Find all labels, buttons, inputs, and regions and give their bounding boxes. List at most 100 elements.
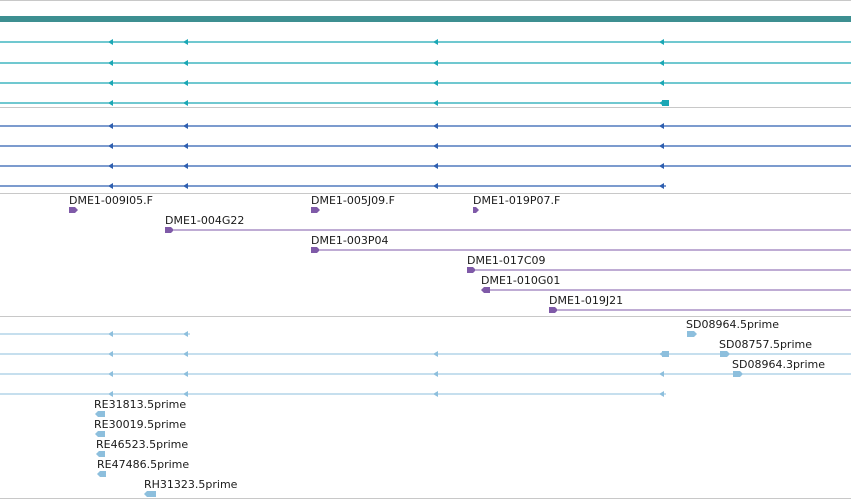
clone-end-marker[interactable]: [311, 247, 320, 253]
strand-arrow-icon: [433, 60, 438, 66]
strand-arrow-icon: [433, 143, 438, 149]
clone-end-marker[interactable]: [69, 207, 78, 213]
est-read[interactable]: SD08964.5prime: [686, 318, 779, 337]
strand-arrow-icon: [183, 183, 188, 189]
strand-arrow-icon: [183, 351, 188, 357]
feature-label: DME1-009I05.F: [69, 194, 153, 207]
clone-end-marker[interactable]: [733, 371, 743, 377]
bac-clone-end[interactable]: DME1-005J09.F: [311, 194, 395, 213]
strand-arrow-icon: [108, 39, 113, 45]
read-end-marker[interactable]: [95, 431, 105, 437]
strand-arrow-icon: [433, 163, 438, 169]
mrna-track-2[interactable]: [0, 143, 851, 149]
clone-end-marker[interactable]: [473, 207, 479, 213]
est-read[interactable]: SD08757.5prime: [719, 338, 812, 357]
mrna-track-group: [0, 123, 851, 189]
feature-label: DME1-003P04: [311, 234, 389, 247]
cdna-track-3[interactable]: [0, 80, 851, 86]
feature-label: RE47486.5prime: [97, 458, 189, 471]
feature-label: DME1-017C09: [467, 254, 546, 267]
read-end-marker[interactable]: [96, 451, 105, 457]
cdna-track-1[interactable]: [0, 39, 851, 45]
strand-arrow-icon: [183, 371, 188, 377]
strand-arrow-icon: [183, 39, 188, 45]
est-read[interactable]: RE30019.5prime: [94, 418, 186, 437]
est-read-group: SD08964.5primeSD08757.5primeSD08964.3pri…: [94, 318, 825, 497]
feature-label: SD08757.5prime: [719, 338, 812, 351]
est-track-group: [0, 331, 851, 397]
cdna-track-2[interactable]: [0, 60, 851, 66]
cdna-track-group: [0, 39, 851, 106]
strand-arrow-icon: [108, 183, 113, 189]
strand-arrow-icon: [433, 123, 438, 129]
feature-label: DME1-019J21: [549, 294, 623, 307]
strand-arrow-icon: [108, 143, 113, 149]
strand-arrow-icon: [183, 123, 188, 129]
strand-arrow-icon: [433, 100, 438, 106]
read-end-marker[interactable]: [97, 471, 106, 477]
clone-end-marker[interactable]: [467, 267, 476, 273]
exon-block[interactable]: [662, 100, 669, 106]
est-track-2[interactable]: [0, 351, 851, 357]
strand-arrow-icon: [659, 143, 664, 149]
clone-end-marker[interactable]: [165, 227, 174, 233]
feature-label: DME1-019P07.F: [473, 194, 560, 207]
est-track-4[interactable]: [0, 391, 666, 397]
est-read[interactable]: RE31813.5prime: [94, 398, 186, 417]
clone-end-marker[interactable]: [687, 331, 697, 337]
mrna-track-3[interactable]: [0, 163, 851, 169]
mrna-track-1[interactable]: [0, 123, 851, 129]
feature-label: RE31813.5prime: [94, 398, 186, 411]
feature-label: DME1-010G01: [481, 274, 560, 287]
read-end-marker[interactable]: [144, 491, 156, 497]
strand-arrow-icon: [183, 100, 188, 106]
strand-arrow-icon: [659, 183, 664, 189]
exon-block[interactable]: [662, 351, 669, 357]
clone-end-marker[interactable]: [549, 307, 558, 313]
strand-arrow-icon: [108, 371, 113, 377]
feature-label: DME1-004G22: [165, 214, 244, 227]
clone-end-marker[interactable]: [720, 351, 730, 357]
strand-arrow-icon: [659, 80, 664, 86]
feature-label: SD08964.3prime: [732, 358, 825, 371]
strand-arrow-icon: [183, 80, 188, 86]
strand-arrow-icon: [108, 80, 113, 86]
bac-clone-end[interactable]: DME1-009I05.F: [69, 194, 153, 213]
bac-clone-end[interactable]: DME1-017C09: [467, 254, 851, 273]
feature-label: RH31323.5prime: [144, 478, 238, 491]
est-read[interactable]: RE46523.5prime: [96, 438, 188, 457]
strand-arrow-icon: [659, 123, 664, 129]
bac-clone-group: DME1-009I05.F DME1-005J09.F DME1-019P07.F D…: [69, 194, 851, 313]
strand-arrow-icon: [659, 39, 664, 45]
bac-clone-end[interactable]: DME1-019J21: [549, 294, 851, 313]
est-track-3[interactable]: [0, 371, 851, 377]
strand-arrow-icon: [108, 351, 113, 357]
est-read[interactable]: RH31323.5prime: [144, 478, 238, 497]
est-read[interactable]: RE47486.5prime: [97, 458, 189, 477]
bac-clone-end[interactable]: DME1-019P07.F: [473, 194, 560, 213]
strand-arrow-icon: [183, 143, 188, 149]
strand-arrow-icon: [183, 331, 188, 337]
read-end-marker[interactable]: [95, 411, 105, 417]
feature-label: RE46523.5prime: [96, 438, 188, 451]
strand-arrow-icon: [108, 391, 113, 397]
strand-arrow-icon: [433, 371, 438, 377]
cdna-track-4[interactable]: [0, 100, 669, 106]
mrna-track-4[interactable]: [0, 183, 666, 189]
bac-clone-end[interactable]: DME1-004G22: [165, 214, 851, 233]
bac-clone-end[interactable]: DME1-003P04: [311, 234, 851, 253]
strand-arrow-icon: [433, 351, 438, 357]
strand-arrow-icon: [183, 163, 188, 169]
clone-end-marker[interactable]: [311, 207, 320, 213]
strand-arrow-icon: [108, 163, 113, 169]
est-read[interactable]: SD08964.3prime: [732, 358, 825, 377]
feature-label: DME1-005J09.F: [311, 194, 395, 207]
bac-clone-end[interactable]: DME1-010G01: [481, 274, 851, 293]
feature-label: RE30019.5prime: [94, 418, 186, 431]
gene-span-bar[interactable]: [0, 16, 851, 22]
read-end-marker[interactable]: [481, 287, 490, 293]
est-track-1[interactable]: [0, 331, 190, 337]
strand-arrow-icon: [108, 100, 113, 106]
strand-arrow-icon: [659, 60, 664, 66]
